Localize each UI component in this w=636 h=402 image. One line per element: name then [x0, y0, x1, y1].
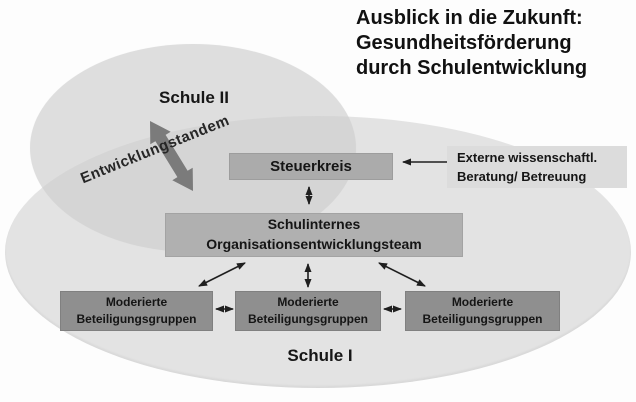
title-line-1: Ausblick in die Zukunft:	[356, 7, 583, 29]
page-title: Ausblick in die Zukunft: Gesundheitsförd…	[356, 6, 634, 81]
group1-label-line-1: Moderierte	[105, 294, 168, 309]
moderated-group-box-3: Moderierte Beteiligungsgruppen	[405, 291, 560, 331]
steuerkreis-box: Steuerkreis	[229, 153, 393, 180]
title-line-2: Gesundheitsförderung	[356, 32, 572, 54]
team-group1-arrow	[198, 262, 246, 287]
school-internal-team-box: Schulinternes Organisationsentwicklungst…	[165, 213, 463, 257]
group2-label-line-2: Beteiligungsgruppen	[248, 312, 368, 326]
school1-label: Schule I	[287, 346, 353, 365]
team-group3-arrow	[378, 262, 426, 287]
group3-label-line-2: Beteiligungsgruppen	[422, 312, 543, 326]
moderated-group-box-2: Moderierte Beteiligungsgruppen	[235, 291, 381, 331]
title-line-3: durch Schulentwicklung	[356, 57, 588, 79]
external-label-line-1: Externe wissenschaftl.	[457, 149, 598, 165]
group2-label-line-1: Moderierte	[277, 294, 339, 309]
external-advice-box: Externe wissenschaftl. Beratung/ Betreuu…	[447, 146, 627, 188]
moderated-group-box-1: Moderierte Beteiligungsgruppen	[60, 291, 213, 331]
team-label-line-2: Organisationsentwicklungsteam	[206, 236, 422, 252]
development-tandem-double-arrow	[150, 121, 193, 191]
group1-label-line-2: Beteiligungsgruppen	[76, 312, 197, 326]
steuerkreis-label: Steuerkreis	[270, 158, 352, 175]
team-label-line-1: Schulinternes	[267, 216, 361, 233]
group3-label-line-1: Moderierte	[451, 294, 514, 309]
external-label-line-2: Beratung/ Betreuung	[457, 169, 587, 184]
school2-label: Schule II	[159, 88, 229, 107]
